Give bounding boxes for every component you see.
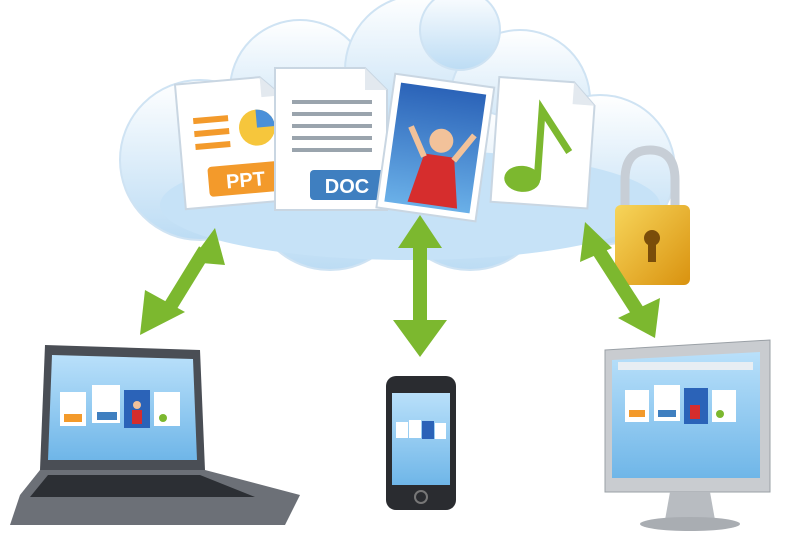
arrow-to-monitor [580, 222, 660, 338]
laptop-screen-files-icon [60, 385, 180, 428]
arrow-to-phone [393, 215, 447, 357]
phone-screen-files-icon [396, 420, 446, 439]
music-document-icon [489, 75, 596, 210]
arrow-to-laptop [140, 228, 225, 335]
laptop [10, 345, 300, 525]
doc-document-icon: DOC [274, 67, 388, 211]
home-button [414, 490, 428, 504]
sync-arrows [140, 215, 660, 357]
smartphone [386, 376, 456, 510]
ppt-label: PPT [225, 168, 266, 193]
desktop-monitor [604, 339, 771, 531]
doc-label: DOC [325, 176, 369, 198]
padlock-icon [615, 145, 690, 285]
photo-icon [375, 72, 496, 223]
monitor-screen-files-icon [625, 385, 736, 424]
ppt-document-icon: PPT [173, 76, 292, 211]
